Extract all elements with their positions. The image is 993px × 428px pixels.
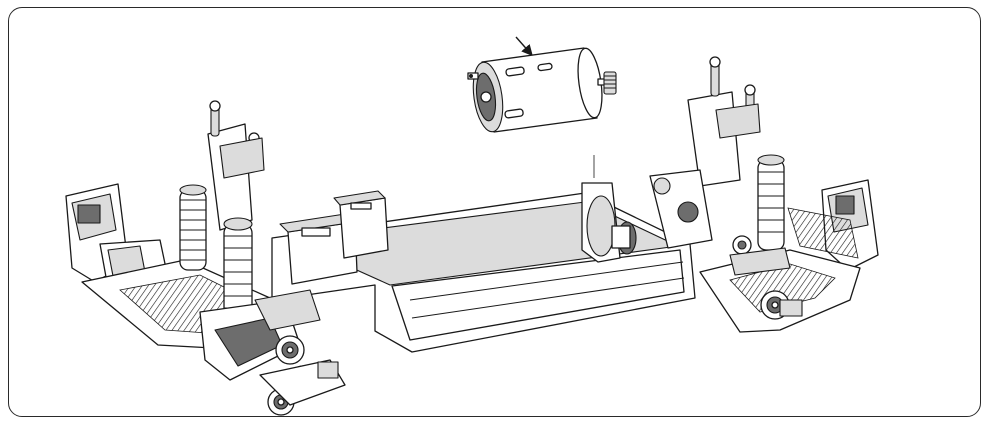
electric-motor-icon (467, 47, 617, 133)
callout-arrow-icon (515, 36, 533, 57)
rc-truck-chassis-icon (65, 56, 879, 416)
